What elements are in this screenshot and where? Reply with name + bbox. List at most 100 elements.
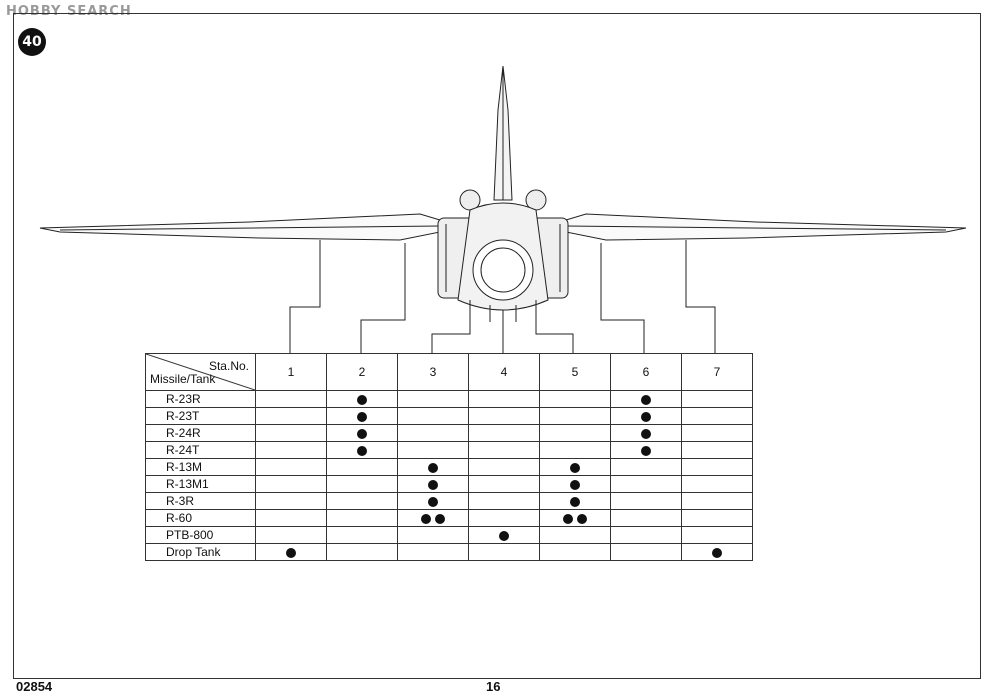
station-cell: [681, 543, 753, 561]
mount-dot: [428, 496, 438, 507]
station-cell: [326, 458, 398, 476]
store-name: R-13M: [145, 458, 256, 476]
station-cell: [468, 424, 540, 442]
table-row: R-24T: [145, 441, 753, 459]
station-cell: [681, 441, 753, 459]
leader-line-5: [535, 300, 574, 353]
station-cell: [326, 390, 398, 408]
leader-line-6: [600, 243, 645, 353]
station-cell: [468, 458, 540, 476]
station-cell: [255, 492, 327, 510]
table-row: R-13M: [145, 458, 753, 476]
mount-dot: [428, 462, 438, 473]
table-row: R-23T: [145, 407, 753, 425]
station-cell: [610, 424, 682, 442]
station-cell: [539, 458, 611, 476]
station-cell: [468, 509, 540, 527]
mount-dot: [435, 513, 445, 524]
leader-line-1: [289, 240, 321, 353]
mount-dot: [286, 547, 296, 558]
mount-dot: [357, 445, 367, 456]
station-cell: [610, 509, 682, 527]
station-cell: [397, 526, 469, 544]
store-name: R-13M1: [145, 475, 256, 493]
mount-dot: [499, 530, 509, 541]
mount-dot: [428, 479, 438, 490]
station-cell: [255, 543, 327, 561]
station-cell: [539, 407, 611, 425]
station-cell: [539, 526, 611, 544]
station-cell: [326, 424, 398, 442]
page-frame: [13, 13, 981, 679]
mount-dot: [641, 428, 651, 439]
table-row: R-23R: [145, 390, 753, 408]
station-cell: [326, 509, 398, 527]
station-cell: [610, 441, 682, 459]
table-row: R-24R: [145, 424, 753, 442]
station-cell: [255, 441, 327, 459]
step-number-badge: 40: [18, 28, 46, 56]
store-header-label: Missile/Tank: [150, 372, 216, 386]
station-cell: [326, 526, 398, 544]
station-cell: [397, 407, 469, 425]
page-number: 16: [486, 679, 501, 694]
station-cell: [326, 543, 398, 561]
store-name: R-23R: [145, 390, 256, 408]
station-cell: [397, 441, 469, 459]
station-cell: [681, 390, 753, 408]
station-cell: [681, 424, 753, 442]
leader-line-7: [685, 240, 716, 353]
station-cell: [468, 526, 540, 544]
station-cell: [326, 492, 398, 510]
table-row: R-3R: [145, 492, 753, 510]
station-header-label: Sta.No.: [208, 359, 249, 373]
station-cell: [397, 492, 469, 510]
station-cell: [539, 475, 611, 493]
mount-dot: [570, 462, 580, 473]
station-cell: [326, 407, 398, 425]
station-cell: [255, 424, 327, 442]
product-code: 02854: [16, 679, 53, 694]
station-cell: [468, 441, 540, 459]
station-cell: [681, 458, 753, 476]
station-cell: [468, 543, 540, 561]
station-cell: [539, 543, 611, 561]
station-cell: [681, 475, 753, 493]
station-cell: [397, 475, 469, 493]
station-cell: [397, 390, 469, 408]
table-row: Drop Tank: [145, 543, 753, 561]
mount-dot: [357, 394, 367, 405]
station-header-1: 1: [255, 353, 327, 391]
station-cell: [610, 492, 682, 510]
station-cell: [255, 475, 327, 493]
table-row: R-60: [145, 509, 753, 527]
station-cell: [397, 543, 469, 561]
mount-dot: [357, 428, 367, 439]
station-cell: [468, 390, 540, 408]
station-header-7: 7: [681, 353, 753, 391]
station-header-2: 2: [326, 353, 398, 391]
store-name: R-60: [145, 509, 256, 527]
station-cell: [681, 526, 753, 544]
station-cell: [539, 492, 611, 510]
station-header-4: 4: [468, 353, 540, 391]
station-cell: [468, 407, 540, 425]
station-cell: [255, 509, 327, 527]
mount-dot: [570, 479, 580, 490]
station-cell: [255, 458, 327, 476]
leader-line-3: [431, 300, 471, 353]
station-cell: [610, 458, 682, 476]
station-cell: [610, 407, 682, 425]
station-cell: [255, 390, 327, 408]
station-cell: [468, 492, 540, 510]
station-header-5: 5: [539, 353, 611, 391]
mount-dot: [641, 394, 651, 405]
table-corner-header: Sta.No. Missile/Tank: [145, 353, 256, 391]
station-cell: [681, 509, 753, 527]
mount-dot: [421, 513, 431, 524]
mount-dot: [563, 513, 573, 524]
store-name: R-3R: [145, 492, 256, 510]
station-cell: [610, 475, 682, 493]
